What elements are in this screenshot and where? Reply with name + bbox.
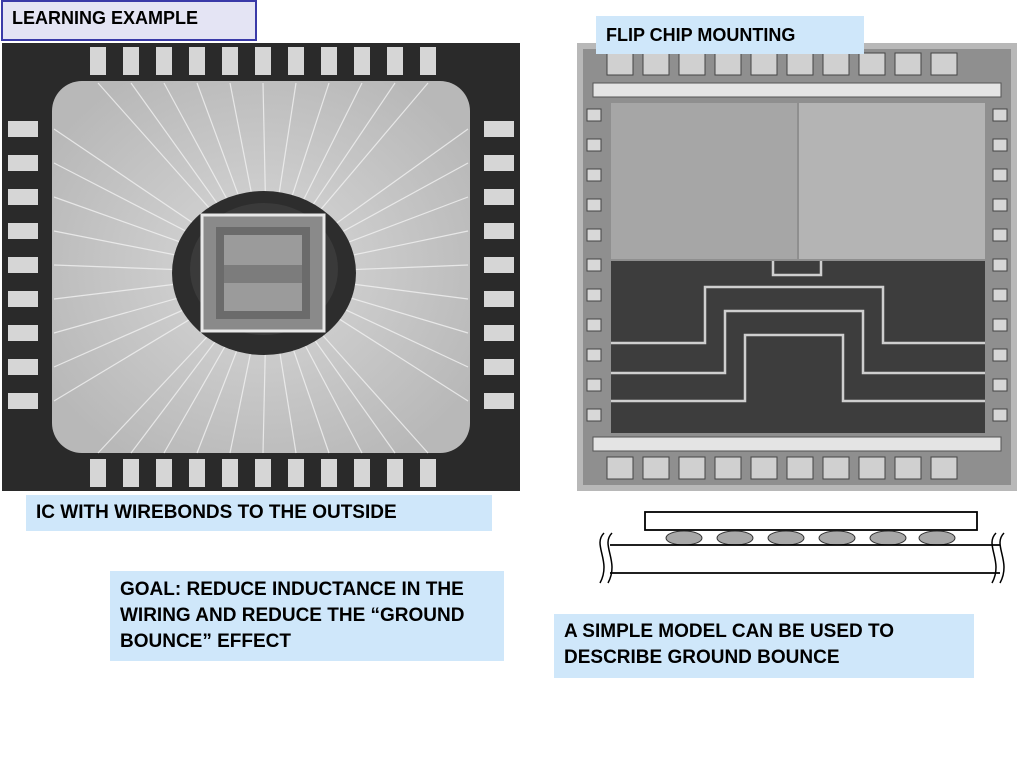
flip-chip-label: FLIP CHIP MOUNTING <box>596 16 864 54</box>
wirebond-caption: IC WITH WIREBONDS TO THE OUTSIDE <box>26 495 492 531</box>
flip-chip-cross-section <box>599 511 1005 584</box>
simple-model-text: A SIMPLE MODEL CAN BE USED TO DESCRIBE G… <box>554 614 974 678</box>
goal-text: GOAL: REDUCE INDUCTANCE IN THE WIRING AN… <box>110 571 504 661</box>
wirebond-ic-photo <box>2 43 520 491</box>
slide-title: LEARNING EXAMPLE <box>1 0 257 41</box>
flip-chip-die-photo <box>577 43 1017 491</box>
